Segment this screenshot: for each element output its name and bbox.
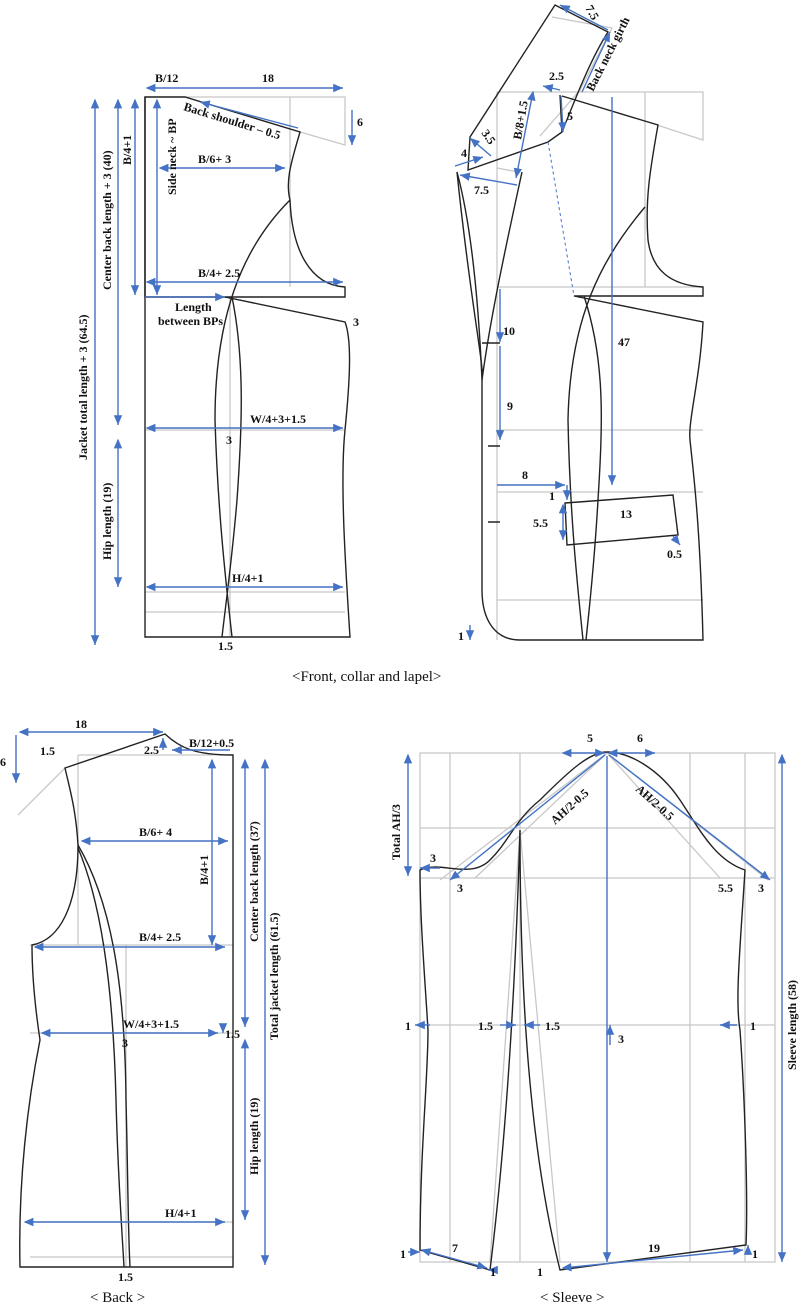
sleeve-label-1-5a: 1.5 [478, 1019, 493, 1033]
label-between-bps: between BPs [158, 314, 223, 328]
label-b4-2-5: B/4+ 2.5 [198, 266, 240, 280]
collar-lapel-pattern: 7.5 Back neck girth 2.5 5 B/8+1.5 3.5 4 … [454, 3, 704, 643]
sleeve-label-sleeve-length: Sleeve length (58) [785, 980, 799, 1070]
collar-label-b8: B/8+1.5 [510, 99, 531, 140]
collar-label-1: 1 [549, 489, 555, 503]
collar-label-7-5b: 7.5 [474, 183, 489, 197]
label-6: 6 [357, 115, 363, 129]
front-outline [144, 96, 351, 638]
collar-label-9: 9 [507, 399, 513, 413]
label-jacket-total-length: Jacket total length + 3 (64.5) [76, 315, 90, 460]
back-caption: < Back > [90, 1290, 145, 1306]
collar-label-4: 4 [461, 146, 467, 160]
label-w4: W/4+3+1.5 [250, 412, 306, 426]
collar-label-13: 13 [620, 507, 632, 521]
front-caption: <Front, collar and lapel> [292, 669, 441, 685]
sleeve-label-5: 5 [587, 731, 593, 745]
sleeve-label-1f: 1 [752, 1247, 758, 1261]
collar-label-back-neck-girth: Back neck girth [583, 14, 633, 93]
label-side-neck-bp: Side neck ~ BP [165, 118, 179, 195]
back-label-hip-length: Hip length (19) [247, 1098, 261, 1175]
sleeve-label-3b: 3 [457, 881, 463, 895]
sleeve-label-19: 19 [648, 1241, 660, 1255]
back-pattern: 18 6 1.5 2.5 B/12+0.5 B/6+ 4 B/4+1 Cente… [0, 717, 281, 1284]
label-back-shoulder: Back shoulder – 0.5 [182, 99, 282, 142]
label-h4-1: H/4+1 [232, 571, 264, 585]
sleeve-label-7: 7 [452, 1241, 458, 1255]
back-label-center-back: Center back length (37) [247, 821, 261, 942]
back-label-b12: B/12+0.5 [189, 736, 234, 750]
front-pattern: B/12 18 6 Back shoulder – 0.5 B/6+ 3 Sid… [76, 71, 363, 653]
label-18: 18 [262, 71, 274, 85]
collar-label-8: 8 [522, 468, 528, 482]
front-dimensions [90, 83, 357, 645]
label-b12: B/12 [155, 71, 178, 85]
back-label-b4-2-5: B/4+ 2.5 [139, 930, 181, 944]
sleeve-label-1c: 1 [400, 1247, 406, 1261]
sleeve-caption: < Sleeve > [540, 1290, 604, 1306]
back-label-18: 18 [75, 717, 87, 731]
sleeve-label-3c: 3 [758, 881, 764, 895]
label-3b: 3 [226, 433, 232, 447]
sleeve-pattern: 5 6 AH/2-0.5 AH/2-0.5 Total AH/3 3 3 5.5… [389, 731, 799, 1279]
back-label-1-5b: 1.5 [225, 1027, 240, 1041]
back-label-b4-1: B/4+1 [197, 855, 211, 885]
back-label-1-5: 1.5 [40, 744, 55, 758]
label-length: Length [175, 300, 212, 314]
sleeve-label-1-5b: 1.5 [545, 1019, 560, 1033]
collar-label-5: 5 [567, 109, 573, 123]
sleeve-label-6: 6 [637, 731, 643, 745]
back-label-2-5: 2.5 [144, 743, 159, 757]
back-label-3: 3 [122, 1036, 128, 1050]
label-center-back-length: Center back length + 3 (40) [100, 150, 114, 290]
sleeve-label-5-5: 5.5 [718, 881, 733, 895]
back-label-h4-1: H/4+1 [165, 1206, 197, 1220]
sleeve-label-1e: 1 [537, 1265, 543, 1279]
collar-label-1b: 1 [458, 629, 464, 643]
sleeve-label-3a: 3 [430, 851, 436, 865]
collar-label-47: 47 [618, 335, 630, 349]
sleeve-label-1a: 1 [405, 1019, 411, 1033]
collar-label-5-5: 5.5 [533, 516, 548, 530]
sleeve-label-ah-left: AH/2-0.5 [548, 786, 592, 827]
back-label-w4: W/4+3+1.5 [123, 1017, 179, 1031]
label-b6-3: B/6+ 3 [198, 152, 231, 166]
label-3: 3 [353, 315, 359, 329]
back-label-b6-4: B/6+ 4 [139, 825, 172, 839]
label-1-5: 1.5 [218, 639, 233, 653]
back-label-1-5c: 1.5 [118, 1270, 133, 1284]
back-label-total-length: Total jacket length (61.5) [267, 912, 281, 1040]
collar-label-3-5: 3.5 [479, 127, 499, 147]
collar-label-2-5: 2.5 [549, 69, 564, 83]
collar-label-10: 10 [503, 324, 515, 338]
label-b4-1: B/4+1 [120, 135, 134, 165]
sleeve-label-total-ah3: Total AH/3 [389, 804, 403, 860]
sleeve-label-3d: 3 [618, 1032, 624, 1046]
sleeve-label-1d: 1 [490, 1265, 496, 1279]
sleeve-label-1b: 1 [750, 1019, 756, 1033]
collar-label-7-5: 7.5 [582, 3, 602, 23]
collar-label-0-5: 0.5 [667, 547, 682, 561]
label-hip-length: Hip length (19) [100, 483, 114, 560]
back-label-6: 6 [0, 755, 6, 769]
